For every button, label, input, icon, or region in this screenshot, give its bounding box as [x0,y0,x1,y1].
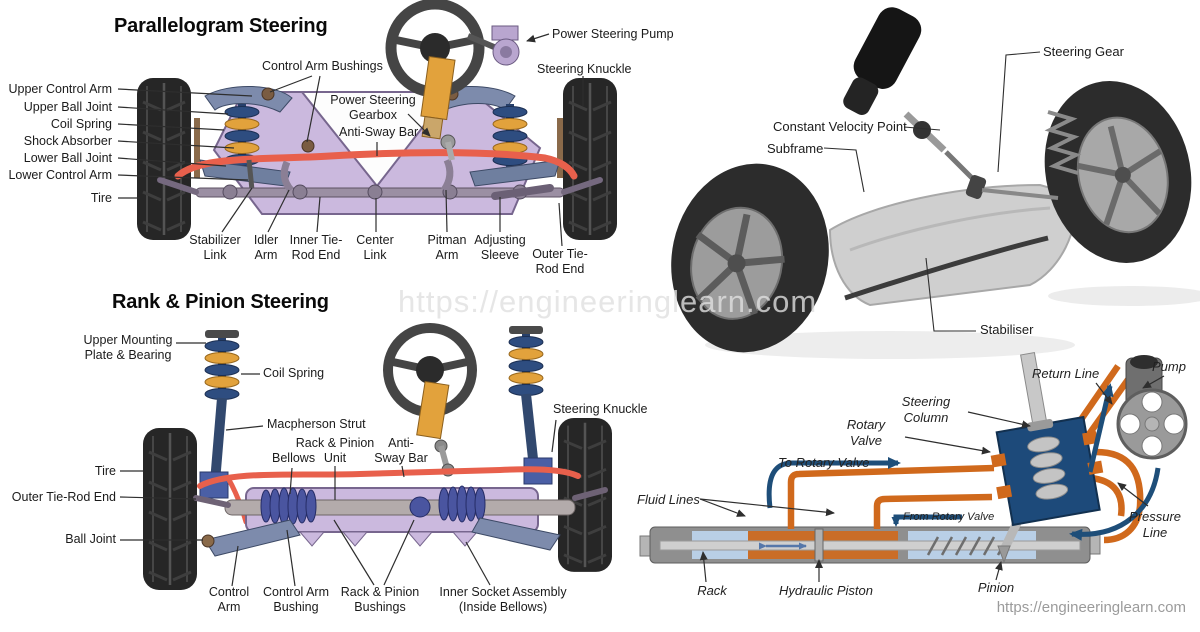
label-power-steering-gearbox: Power Steering Gearbox [330,93,416,123]
label-rotary-valve: Rotary Valve [846,417,886,448]
label-steering-column: Steering Column [901,394,951,425]
watermark: https://engineeringlearn.com [398,284,818,319]
label-inner-socket-assembly: Inner Socket Assembly (Inside Bellows) [439,585,567,615]
label-return-line: Return Line [1032,366,1100,381]
parallelogram-illustration [117,0,619,247]
label-steering-knuckle-2: Steering Knuckle [553,402,648,416]
label-center-link: Center Link [356,233,394,263]
label-lower-ball-joint: Lower Ball Joint [23,151,112,165]
label-inner-tie-rod-end: Inner Tie- Rod End [289,233,343,263]
label-pitman-arm: Pitman Arm [427,233,467,263]
label-constant-velocity-point: Constant Velocity Point [773,119,907,134]
rack-pinion-illustration [119,323,614,592]
label-anti-sway-bar-1: Anti-Sway Bar [339,125,419,139]
label-outer-tie-rod-end-2: Outer Tie-Rod End [11,490,116,504]
label-control-arm-bushing: Control Arm Bushing [263,585,329,615]
label-subframe: Subframe [767,141,824,156]
label-rack: Rack [697,583,727,598]
label-pump: Pump [1152,359,1186,374]
label-upper-control-arm: Upper Control Arm [8,82,112,96]
label-from-rotary-valve: From Rotary Valve [903,511,995,523]
site-url: https://engineeringlearn.com [996,599,1186,616]
label-steering-knuckle-1: Steering Knuckle [537,62,632,76]
label-ball-joint: Ball Joint [65,532,116,546]
suspension-3d-illustration [671,7,1200,359]
label-anti-sway-bar-2: Anti- Sway Bar [374,436,428,466]
label-coil-spring-2: Coil Spring [263,366,325,380]
label-coil-spring-1: Coil Spring [50,117,112,131]
label-macpherson-strut: Macpherson Strut [267,417,366,431]
label-stabiliser: Stabiliser [980,322,1034,337]
label-steering-gear: Steering Gear [1043,44,1124,59]
rack-pinion-title: Rank & Pinion Steering [112,291,329,313]
label-rack-pinion-unit: Rack & Pinion Unit [295,436,375,466]
label-control-arm: Control Arm [208,585,250,615]
label-power-steering-pump: Power Steering Pump [552,27,674,41]
label-upper-ball-joint: Upper Ball Joint [23,100,112,114]
label-outer-tie-rod-end-1: Outer Tie- Rod End [532,247,588,277]
label-rack-pinion-bushings: Rack & Pinion Bushings [340,585,420,615]
parallelogram-title: Parallelogram Steering [114,15,328,37]
label-upper-mounting-plate: Upper Mounting Plate & Bearing [83,333,173,363]
label-to-rotary-valve: To Rotary Valve [778,455,870,470]
label-fluid-lines: Fluid Lines [637,492,700,507]
label-pressure-line: Pressure Line [1128,509,1182,540]
label-control-arm-bushings: Control Arm Bushings [262,59,383,73]
label-idler-arm: Idler Arm [253,233,279,263]
label-adjusting-sleeve: Adjusting Sleeve [474,233,526,263]
label-tire-1: Tire [90,191,112,205]
label-pinion: Pinion [977,580,1015,595]
label-tire-2: Tire [94,464,116,478]
label-lower-control-arm: Lower Control Arm [8,168,112,182]
label-stabilizer-link: Stabilizer Link [189,233,241,263]
hydraulic-schematic-illustration [639,351,1188,583]
label-shock-absorber: Shock Absorber [23,134,112,148]
label-hydraulic-piston: Hydraulic Piston [779,583,873,598]
label-bellows: Bellows [272,451,316,465]
